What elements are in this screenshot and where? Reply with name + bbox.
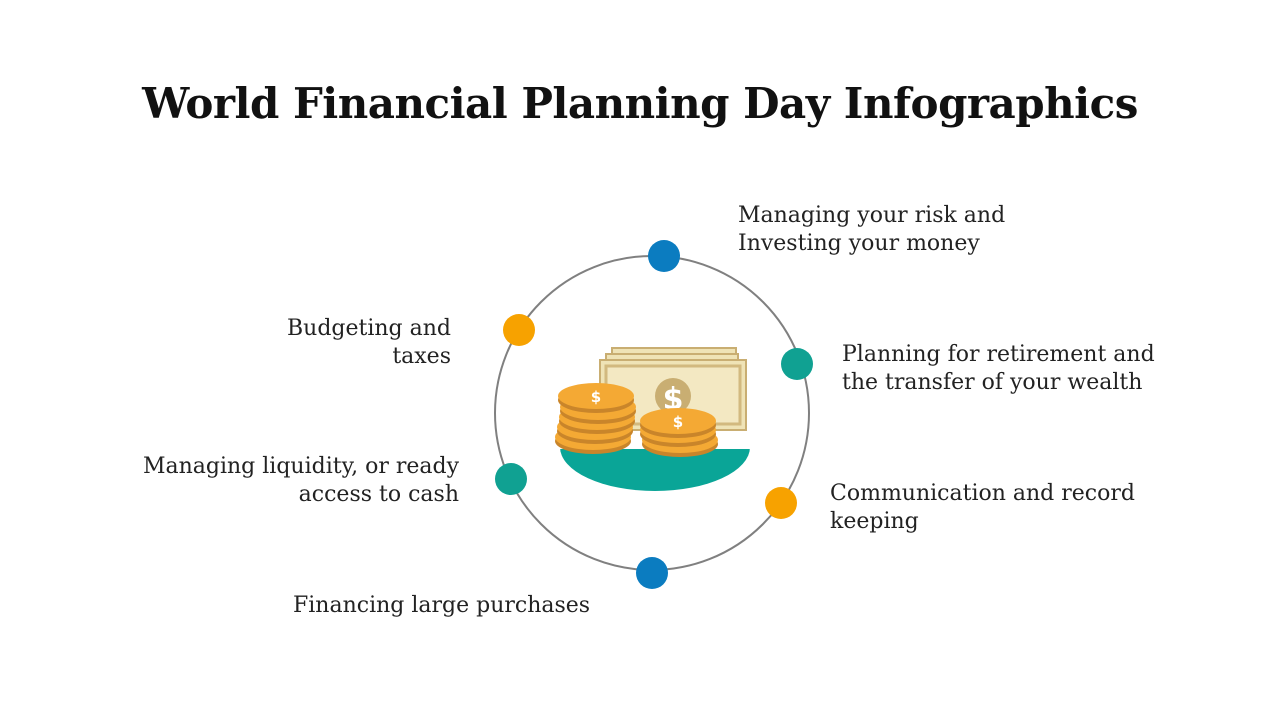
dot-1: [648, 240, 680, 272]
item-label-5: Managing liquidity, or ready access to c…: [142, 454, 459, 507]
item-label-3: Communication and record keeping: [830, 481, 1135, 534]
item-label-4: Financing large purchases: [293, 593, 591, 618]
svg-text:$: $: [591, 388, 601, 406]
item-label-6: Budgeting and taxes: [286, 316, 451, 369]
dot-6: [503, 314, 535, 346]
money-stack-icon: $ $ $: [555, 347, 753, 491]
svg-text:$: $: [673, 413, 683, 431]
dot-2: [781, 348, 813, 380]
dot-3: [765, 487, 797, 519]
item-label-2: Planning for retirement and the transfer…: [842, 342, 1155, 395]
page-title: World Financial Planning Day Infographic…: [142, 79, 1138, 128]
dot-5: [495, 463, 527, 495]
item-label-1: Managing your risk and Investing your mo…: [738, 203, 1006, 256]
dot-4: [636, 557, 668, 589]
